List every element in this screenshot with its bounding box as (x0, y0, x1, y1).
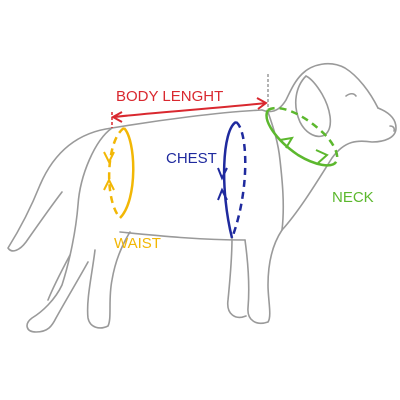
chest-label: CHEST (166, 150, 217, 167)
waist-label: WAIST (114, 235, 161, 252)
chest-ellipse-dashed (230, 120, 247, 239)
waist-arrowhead-down (103, 151, 115, 165)
neck-label: NECK (332, 189, 374, 206)
neck-arrowhead-right (315, 149, 329, 164)
waist-measure (103, 126, 135, 219)
chest-measure (217, 120, 247, 239)
body-length-arrowhead-left (110, 111, 123, 123)
chest-ellipse-solid (222, 120, 237, 239)
neck-arrowhead-left (279, 136, 294, 149)
neck-ellipse-solid (265, 109, 338, 167)
body-length-arrow (113, 102, 267, 118)
chest-arrowhead-up (217, 187, 228, 201)
body-length-label: BODY LENGHT (116, 88, 223, 105)
chest-arrowhead-down (217, 167, 228, 181)
neck-measure (265, 106, 339, 167)
body-length-arrowhead-right (256, 97, 268, 110)
body-length-measure (110, 74, 269, 128)
waist-ellipse-solid (119, 127, 135, 219)
neck-ellipse-dashed (267, 106, 339, 163)
waist-arrowhead-up (103, 177, 115, 191)
waist-ellipse-dashed (107, 126, 125, 219)
